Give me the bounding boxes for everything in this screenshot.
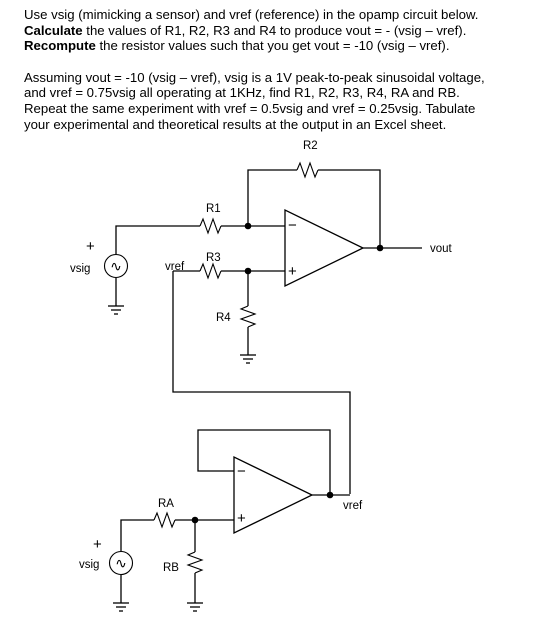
buffer-output-node (326, 491, 334, 499)
r2-label: R2 (303, 140, 318, 152)
instruction-line-2-rest: the values of R1, R2, R3 and R4 to produ… (82, 22, 467, 38)
opamp-1-noninverting-sign: + (288, 263, 297, 280)
vsig-wire (115, 225, 200, 254)
opamp-2 (233, 455, 314, 535)
opamp-1 (284, 208, 365, 288)
top-circuit: − + R2 vout R1 ∿ + vsig R3 (70, 140, 453, 494)
vref-link-wire (172, 271, 351, 494)
instruction-line-1: Use vsig (mimicking a sensor) and vref (… (24, 7, 479, 22)
r2-resistor (296, 161, 319, 179)
vsig2-plus-sign: + (93, 536, 102, 553)
r2-right-wire (318, 169, 381, 248)
instruction-para2-line-4: your experimental and theoretical result… (24, 116, 447, 132)
vsig2-label: vsig (79, 559, 99, 571)
inverting-node (244, 222, 252, 230)
calculate-keyword: Calculate (24, 22, 83, 38)
sine-icon: ∿ (115, 555, 127, 571)
r2-left-wire (247, 169, 297, 226)
sine-icon: ∿ (110, 258, 122, 274)
r1-resistor (199, 217, 222, 235)
r3-label: R3 (206, 252, 221, 264)
recompute-keyword: Recompute (24, 38, 96, 54)
ground-icon (240, 354, 256, 364)
buffer-feedback-wire (197, 429, 331, 495)
bottom-circuit: − + vref RA ∿ + vsig RB (79, 429, 363, 612)
r4-resistor (239, 305, 257, 328)
ground-icon (187, 602, 203, 612)
buffer-vref-label: vref (343, 500, 363, 512)
instruction-para2-line-3: Repeat the same experiment with vref = 0… (24, 100, 476, 116)
ground-icon (113, 602, 129, 612)
opamp-2-noninverting-sign: + (237, 510, 246, 527)
vsig-plus-sign: + (86, 238, 95, 255)
instruction-para2-line-2: and vref = 0.75vsig all operating at 1KH… (24, 85, 460, 101)
instruction-line-3-rest: the resistor values such that you get vo… (95, 38, 450, 54)
vsig-source-1 (103, 253, 129, 279)
instruction-para2-line-1: Assuming vout = -10 (vsig – vref), vsig … (24, 69, 485, 85)
ground-icon (108, 305, 124, 315)
ra-label: RA (158, 498, 174, 510)
vsig-source-2 (108, 550, 134, 576)
instruction-line-3: Recompute the resistor values such that … (24, 38, 549, 54)
r4-label: R4 (216, 312, 231, 324)
rb-resistor (186, 551, 204, 574)
vref-label: vref (165, 261, 185, 273)
vsig2-wire (120, 519, 154, 551)
output-node (376, 244, 384, 252)
instruction-line-2: Calculate the values of R1, R2, R3 and R… (24, 23, 549, 39)
opamp-2-inverting-sign: − (237, 463, 246, 480)
vout-label: vout (430, 243, 453, 255)
instructions-text: Use vsig (mimicking a sensor) and vref (… (24, 7, 549, 132)
vsig-label: vsig (70, 263, 90, 275)
opamp-1-inverting-sign: − (288, 217, 297, 234)
rb-label: RB (163, 562, 179, 574)
ra-resistor (153, 511, 176, 529)
r1-label: R1 (206, 203, 221, 215)
r3-resistor (199, 262, 222, 280)
